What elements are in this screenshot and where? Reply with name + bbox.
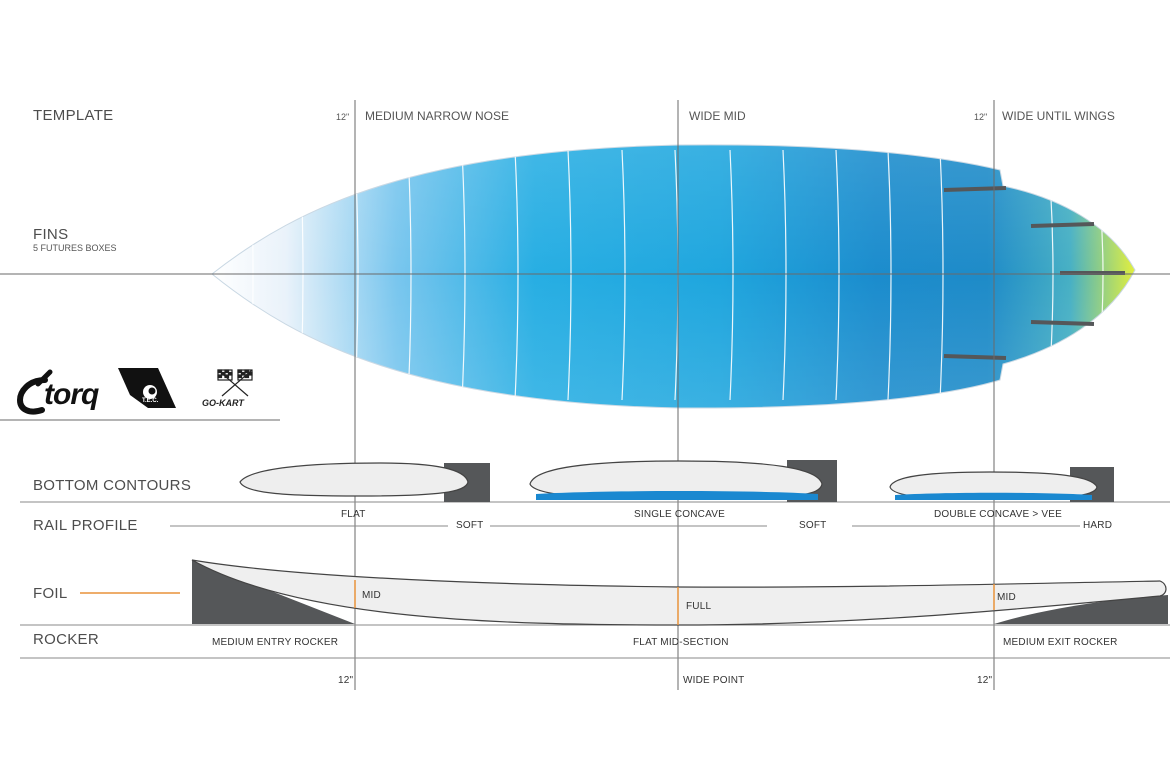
heading-rocker: ROCKER [33, 631, 99, 648]
rocker-label-entry: MEDIUM ENTRY ROCKER [212, 637, 339, 648]
rocker-label-exit: MEDIUM EXIT ROCKER [1003, 637, 1118, 648]
heading-template: TEMPLATE [33, 107, 114, 124]
foil-label-full: FULL [686, 601, 712, 612]
bottom-12-mark-left: 12" [338, 675, 354, 686]
label-single-concave: SINGLE CONCAVE [634, 509, 725, 520]
label-medium-narrow-nose: MEDIUM NARROW NOSE [365, 109, 509, 123]
bottom-12-mark-right: 12" [977, 675, 993, 686]
foil-label-mid-tail: MID [997, 592, 1016, 603]
foil-label-mid-nose: MID [362, 590, 381, 601]
tec-logo [118, 368, 176, 408]
torq-logo-text: torq [44, 378, 99, 411]
label-flat: FLAT [341, 509, 366, 520]
bottom-contour-flat [239, 462, 490, 502]
label-soft-2: SOFT [799, 520, 827, 531]
nose-12-mark: 12" [336, 112, 350, 122]
bottom-contour-double-concave [889, 467, 1114, 502]
fins-subheading: 5 FUTURES BOXES [33, 243, 117, 253]
gokart-logo-text: GO-KART [202, 398, 244, 408]
heading-foil: FOIL [33, 585, 68, 602]
label-hard: HARD [1083, 520, 1113, 531]
gokart-flags-icon [217, 369, 253, 397]
heading-fins: FINS [33, 226, 69, 243]
fin-boxes [943, 186, 1125, 360]
torq-logo [16, 369, 53, 415]
rocker-label-flat-mid: FLAT MID-SECTION [633, 637, 729, 648]
tail-12-mark: 12" [974, 112, 988, 122]
bottom-contour-single-concave [529, 460, 837, 502]
label-soft-1: SOFT [456, 520, 484, 531]
heading-bottom-contours: BOTTOM CONTOURS [33, 477, 192, 494]
foil-rocker-profile [191, 559, 1168, 626]
tec-logo-text: T.E.C. [142, 398, 159, 404]
label-wide-point: WIDE POINT [683, 675, 745, 686]
label-wide-mid: WIDE MID [689, 109, 746, 123]
label-wide-until-wings: WIDE UNTIL WINGS [1002, 109, 1115, 123]
label-double-concave-vee: DOUBLE CONCAVE > VEE [934, 509, 1063, 520]
heading-rail-profile: RAIL PROFILE [33, 517, 138, 534]
